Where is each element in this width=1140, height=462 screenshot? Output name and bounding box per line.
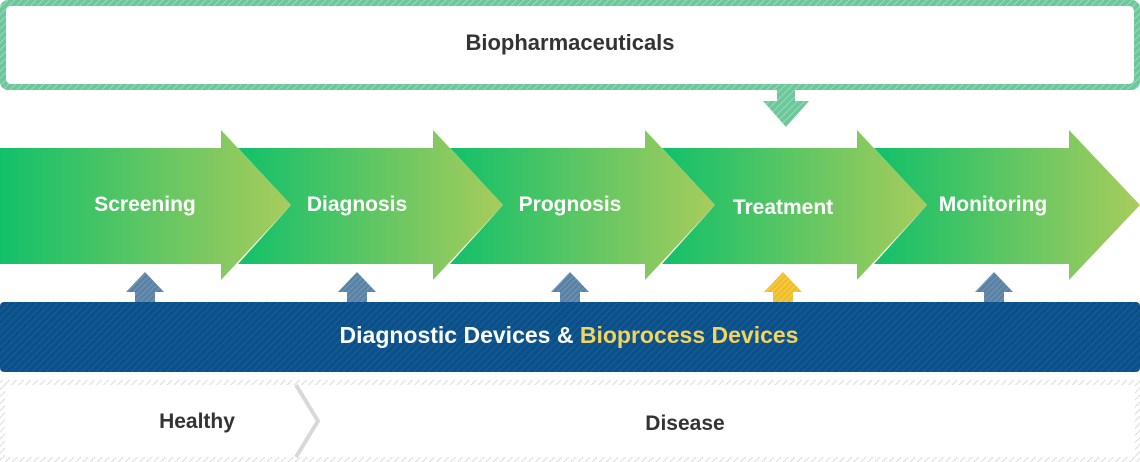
stage-label-monitoring: Monitoring: [939, 193, 1047, 216]
up-arrow-icon: [975, 272, 1013, 304]
up-arrow-icon: [338, 272, 376, 304]
stage-arrow-prognosis: [450, 130, 715, 280]
bioprocess-devices-text: Bioprocess Devices: [580, 322, 799, 348]
up-arrow-icon: [126, 272, 164, 304]
diagnostic-devices-text: Diagnostic Devices &: [340, 322, 580, 348]
health-state-bar: Healthy Disease: [0, 380, 1140, 462]
up-arrow-highlight-icon: [764, 272, 802, 304]
stage-arrow-monitoring: [874, 130, 1140, 280]
stage-label-treatment: Treatment: [733, 196, 833, 219]
stage-label-screening: Screening: [94, 193, 196, 216]
chevron-right-icon: [294, 383, 321, 459]
devices-bar-label: Diagnostic Devices & Bioprocess Devices: [340, 322, 799, 348]
stage-label-prognosis: Prognosis: [519, 193, 622, 216]
down-arrow-icon: [763, 84, 809, 127]
biopharmaceuticals-box: Biopharmaceuticals: [0, 0, 1140, 90]
devices-bar: Diagnostic Devices & Bioprocess Devices: [0, 302, 1140, 372]
up-arrow-icon: [551, 272, 589, 304]
healthy-label: Healthy: [159, 410, 235, 433]
stage-arrow-diagnosis: [238, 130, 503, 280]
disease-label: Disease: [645, 412, 724, 435]
biopharmaceuticals-label: Biopharmaceuticals: [465, 30, 674, 55]
stage-arrow-treatment: [662, 130, 927, 280]
stage-arrow-screening: [0, 130, 291, 280]
stage-label-diagnosis: Diagnosis: [307, 193, 407, 216]
